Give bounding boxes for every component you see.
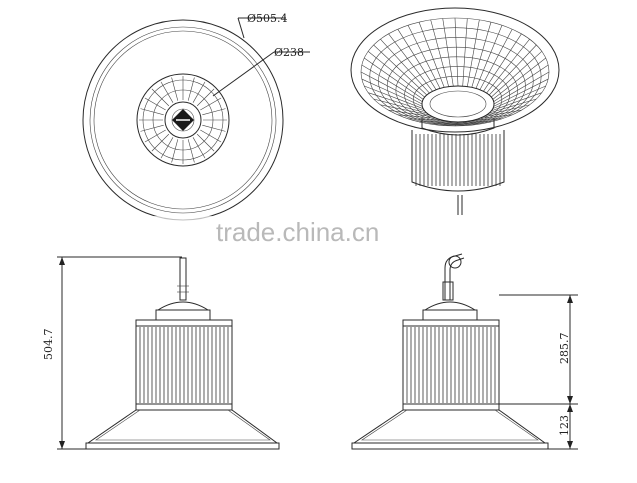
total-height-label: 504.7 <box>42 329 55 361</box>
front-view-drawing <box>57 256 280 450</box>
reflector-height-label: 123 <box>558 415 571 436</box>
inner-diameter-label: Ø238 <box>274 46 304 59</box>
watermark-text: trade.china.cn <box>216 217 379 247</box>
perspective-view-drawing <box>350 7 560 215</box>
outer-diameter-label: Ø505.4 <box>247 12 288 25</box>
body-height-label: 285.7 <box>558 333 571 365</box>
side-view-drawing <box>351 253 578 450</box>
